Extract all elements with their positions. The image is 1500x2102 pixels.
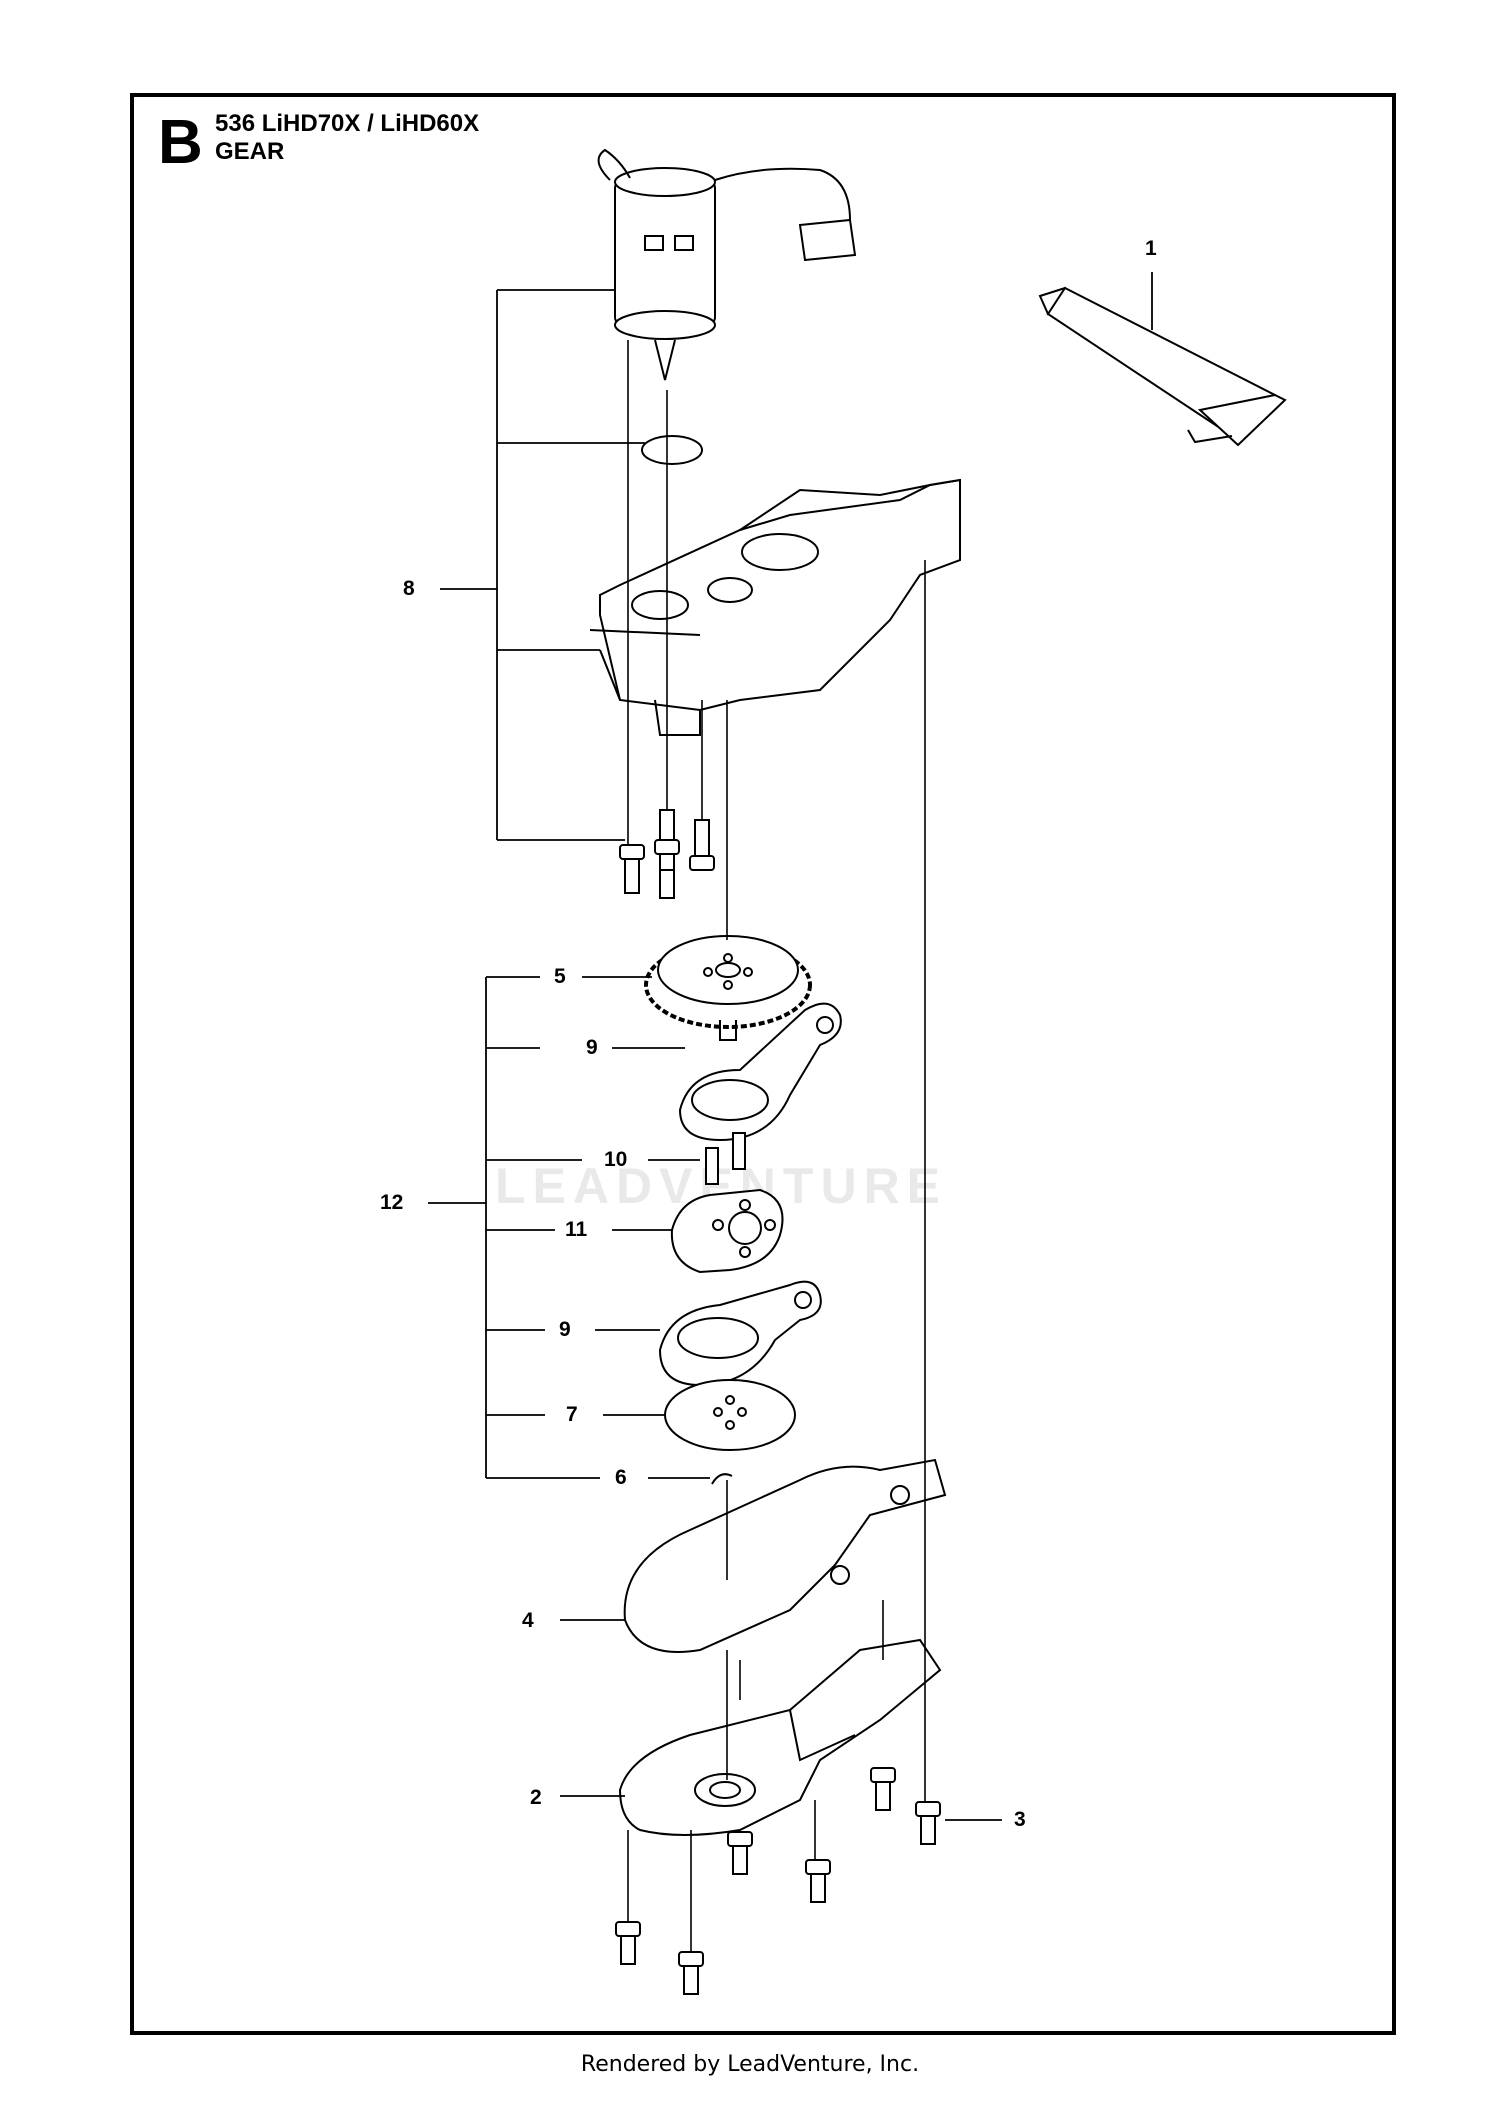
part-connecting-rod-lower[interactable] — [658, 1280, 822, 1387]
assembly-axis-lines — [627, 340, 926, 1952]
part-gear-cover[interactable] — [618, 1638, 942, 1836]
part-connecting-rod-upper[interactable] — [678, 1002, 842, 1142]
callout-3: 3 — [1014, 1808, 1026, 1831]
diagram-frame — [130, 93, 1396, 2035]
part-motor[interactable] — [597, 148, 857, 381]
part-gear-wheel[interactable] — [644, 935, 812, 1041]
callout-11: 11 — [565, 1218, 588, 1241]
part-needle-pins[interactable] — [705, 1132, 746, 1185]
part-circlip[interactable] — [711, 1473, 733, 1485]
callout-9-lower: 9 — [559, 1318, 571, 1341]
callout-10: 10 — [604, 1148, 628, 1171]
part-gear-housing[interactable] — [589, 478, 961, 736]
footer-credit: Rendered by LeadVenture, Inc. — [580, 2052, 920, 2077]
callout-8: 8 — [403, 577, 415, 600]
callout-2: 2 — [530, 1786, 542, 1809]
part-cover-screws[interactable] — [615, 1767, 941, 1995]
callout-6: 6 — [615, 1466, 627, 1489]
callout-5: 5 — [554, 965, 566, 988]
callout-9-upper: 9 — [586, 1036, 598, 1059]
part-eccentric-cam[interactable] — [670, 1188, 784, 1274]
model-title: 536 LiHD70X / LiHD60X — [215, 110, 480, 137]
callout-leader-lines — [428, 272, 1153, 1821]
callout-7: 7 — [566, 1403, 578, 1426]
part-gasket[interactable] — [623, 1458, 947, 1653]
part-grease-tube[interactable] — [1038, 286, 1287, 447]
part-o-ring[interactable] — [641, 435, 703, 465]
callout-4: 4 — [522, 1609, 534, 1632]
section-letter: B — [158, 108, 203, 177]
part-motor-screws[interactable] — [619, 809, 715, 899]
callout-1: 1 — [1145, 237, 1157, 260]
section-title: GEAR — [215, 138, 285, 165]
callout-12: 12 — [380, 1191, 404, 1214]
part-washer[interactable] — [664, 1379, 796, 1451]
